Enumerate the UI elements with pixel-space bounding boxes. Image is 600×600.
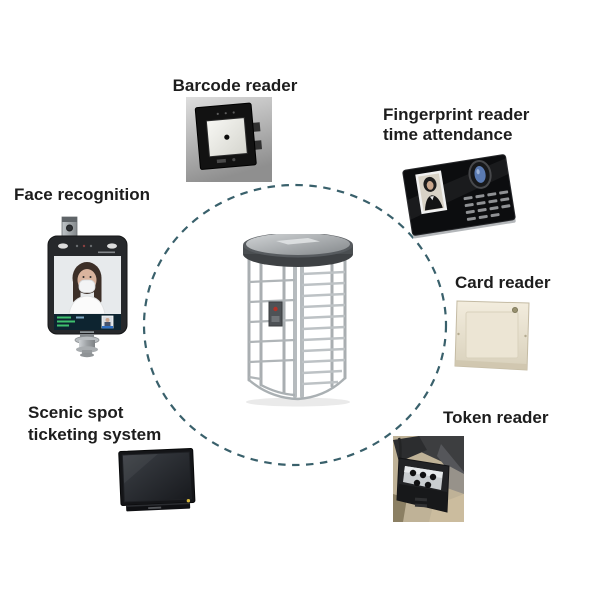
scenic-ticketing-label: Scenic spot ticketing system <box>28 402 161 446</box>
scanner-camera-dot <box>224 134 230 140</box>
fingerprint-sensor <box>468 160 492 189</box>
barcode-scanner-panel <box>194 102 263 170</box>
token-reader-image <box>393 436 464 522</box>
token-knobs <box>409 469 437 489</box>
mounting-pole <box>74 334 100 358</box>
token-reader-label: Token reader <box>443 408 549 428</box>
reader-led <box>512 306 519 313</box>
monitor-screen <box>122 452 191 502</box>
thermal-camera-module <box>61 216 78 237</box>
turnstile-control-box <box>268 301 283 327</box>
barcode-reader-label-text: Barcode reader <box>172 76 298 95</box>
face-mask <box>78 279 96 293</box>
card-reader-label: Card reader <box>455 273 550 293</box>
turnstile-cage <box>243 234 353 407</box>
scenic-ticketing-label-line1: Scenic spot <box>28 403 124 422</box>
power-led <box>186 498 191 503</box>
barcode-reader-image <box>186 97 272 182</box>
terminal-tablet <box>47 235 128 335</box>
card-reader-label-text: Card reader <box>455 273 551 292</box>
scenic-ticketing-label-line2: ticketing system <box>28 425 162 444</box>
matched-photo-thumbnail <box>101 315 114 329</box>
fingerprint-reader-label: Fingerprint reader time attendance <box>383 105 529 145</box>
barcode-reader-label: Barcode reader <box>160 76 310 96</box>
face-recognition-label: Face recognition <box>14 185 150 205</box>
token-reader-label-text: Token reader <box>443 408 549 427</box>
card-reader-image <box>452 298 534 378</box>
fingerprint-reader-image <box>399 150 519 240</box>
turnstile-canopy <box>243 234 353 267</box>
full-height-turnstile-image <box>242 234 354 410</box>
ticketing-monitor-image <box>117 446 197 516</box>
face-recognition-label-text: Face recognition <box>14 185 151 204</box>
terminal-keypad <box>463 190 511 221</box>
fingerprint-reader-label-line2: time attendance <box>383 125 513 144</box>
fingerprint-terminal-body <box>402 154 516 239</box>
monitor-body <box>118 448 196 512</box>
token-reader-photo <box>393 436 464 522</box>
card-reader-body <box>454 300 530 371</box>
employee-photo <box>415 170 448 215</box>
screen-status-bar <box>54 314 121 330</box>
fingerprint-reader-label-line1: Fingerprint reader <box>383 105 530 124</box>
face-recognition-terminal-image <box>40 216 132 358</box>
face-detection-screen <box>54 256 121 315</box>
